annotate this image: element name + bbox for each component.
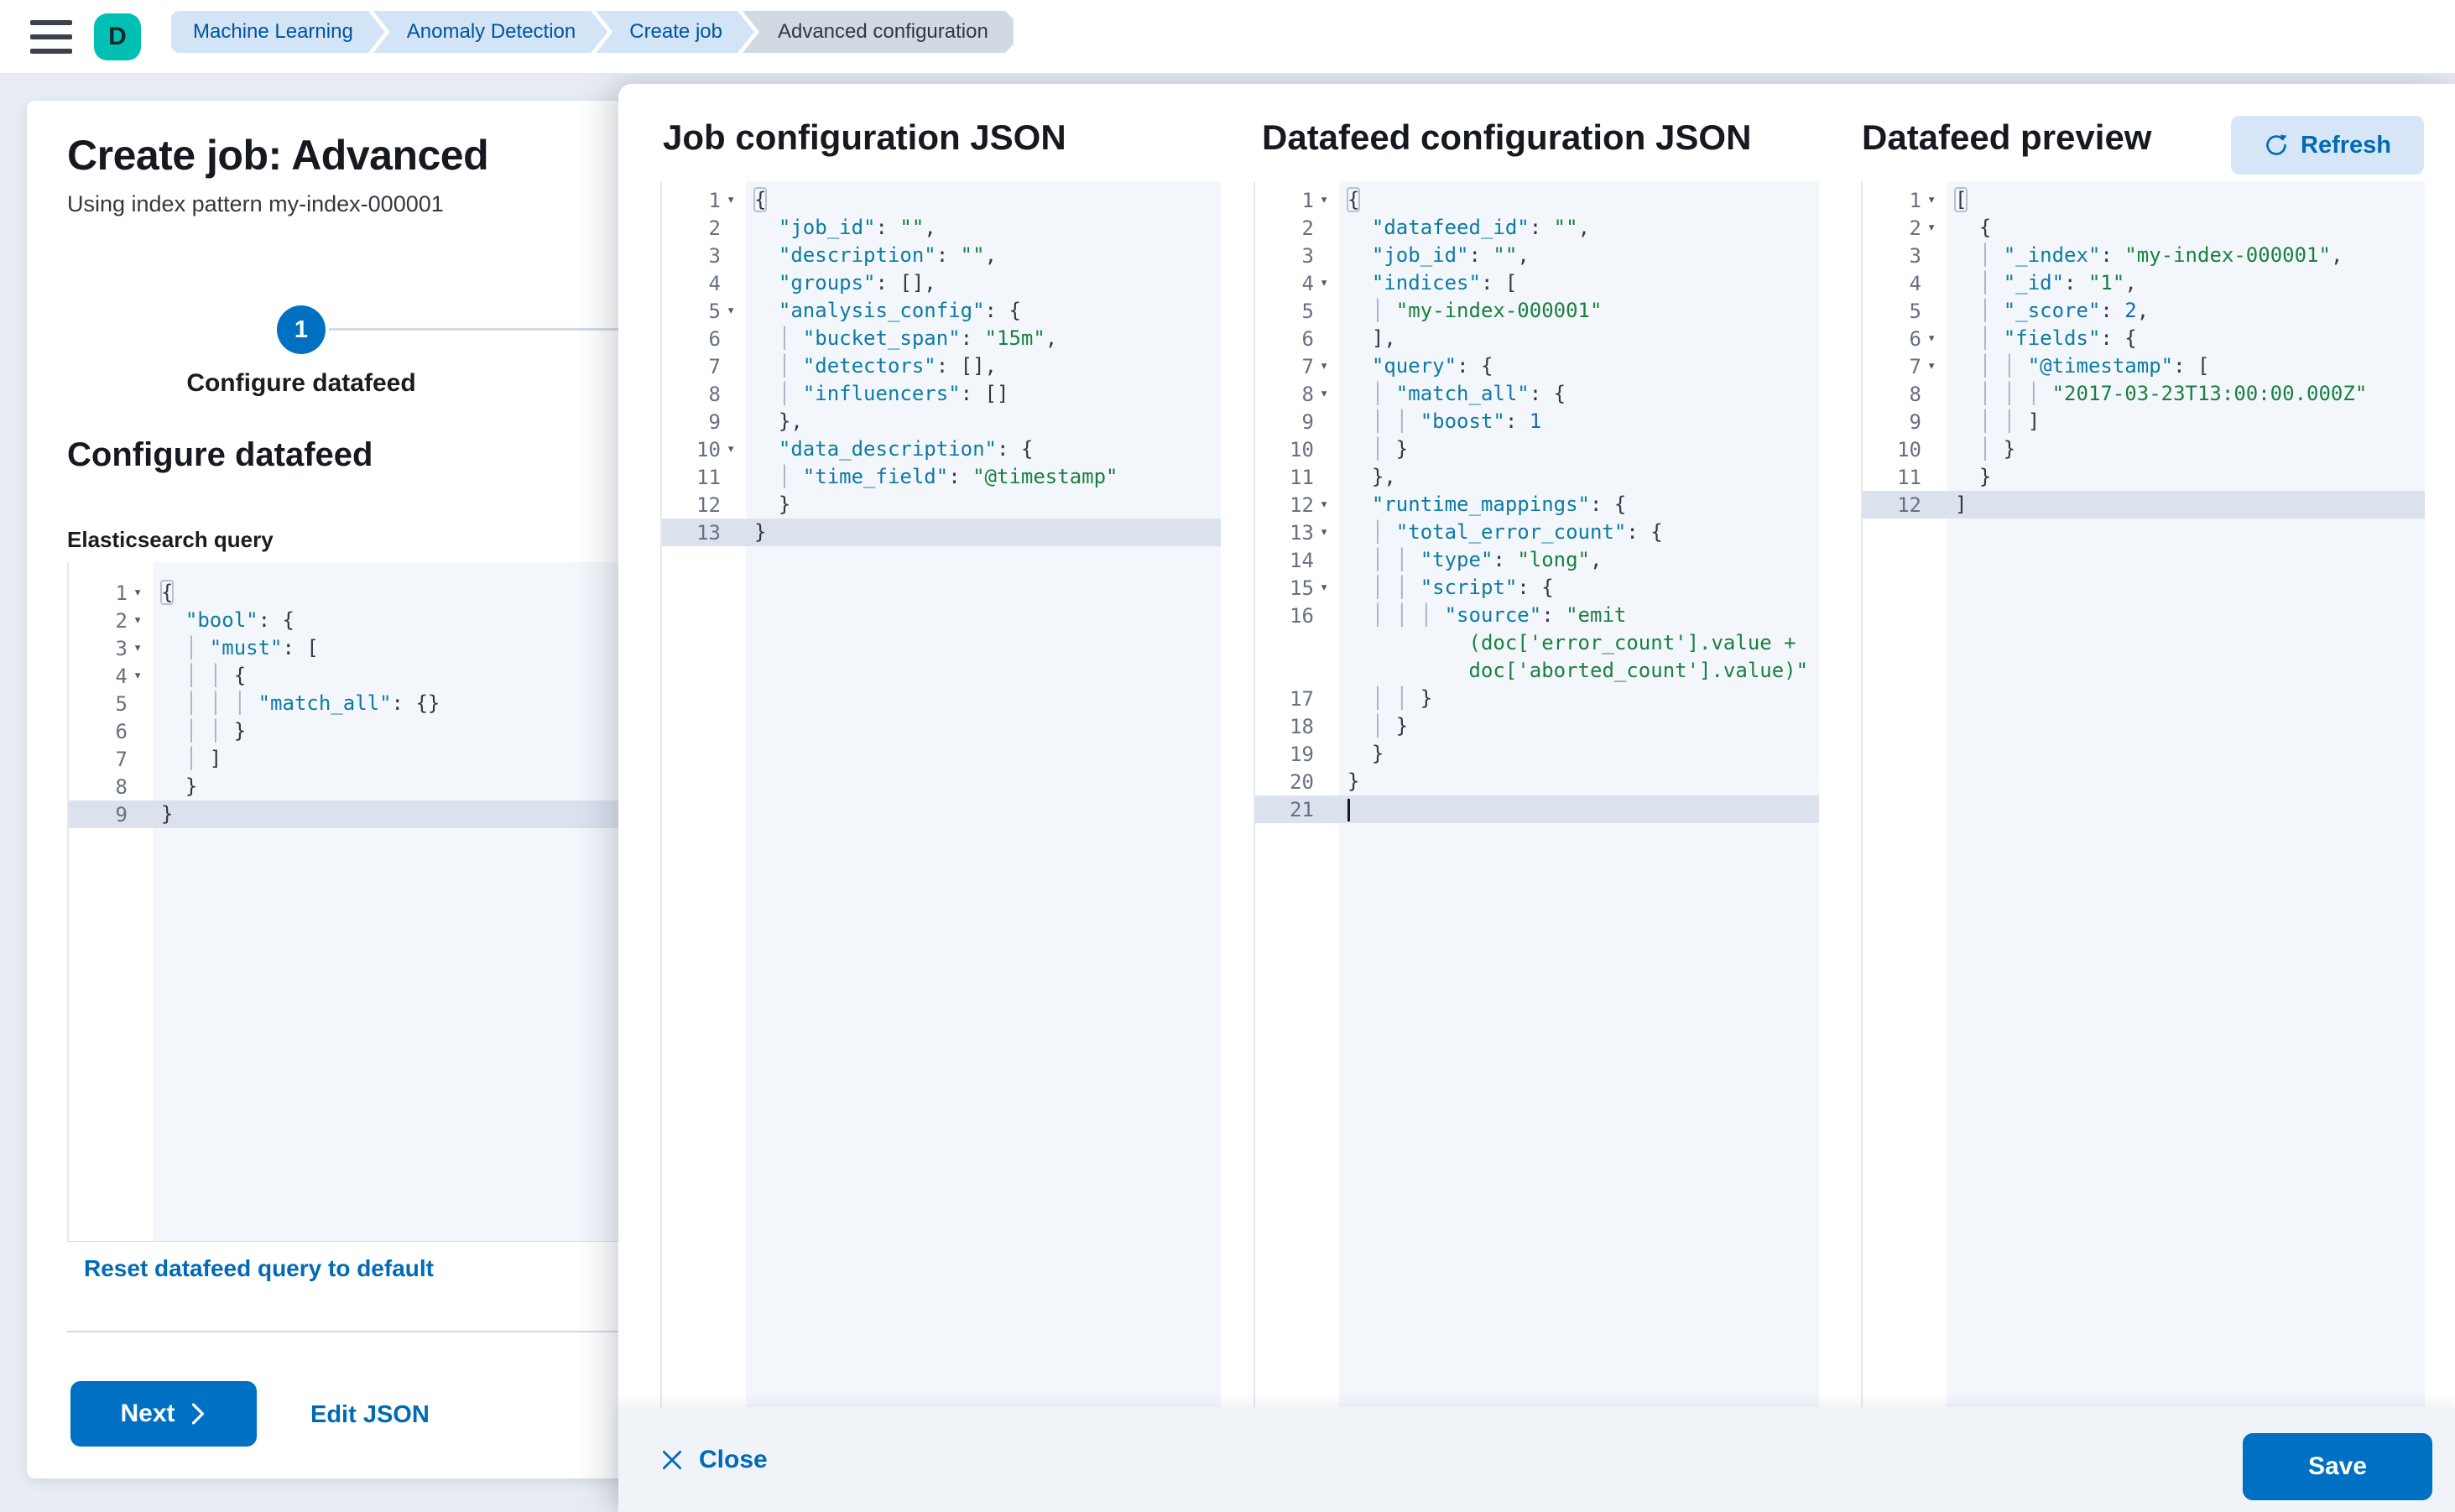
editor-line: 19 } <box>1290 742 1384 766</box>
refresh-icon <box>2264 133 2289 158</box>
step-1-indicator[interactable]: 1 <box>277 305 326 354</box>
editor-line: 10 │ } <box>1290 437 1409 461</box>
editor-line: 3▾ │ "must": [ <box>115 636 319 660</box>
flyout-footer: Close Save <box>618 1407 2455 1512</box>
next-button[interactable]: Next <box>70 1381 257 1447</box>
editor-line: 8▾ │ "match_all": { <box>1301 382 1566 406</box>
menu-icon[interactable] <box>30 18 72 55</box>
datafeed-preview-title: Datafeed preview <box>1862 117 2152 157</box>
save-button[interactable]: Save <box>2243 1433 2432 1500</box>
datafeed-config-title: Datafeed configuration JSON <box>1262 117 1752 157</box>
editor-line: 3 │ "_index": "my-index-000001", <box>1909 243 2343 268</box>
editor-line: 9} <box>69 800 624 828</box>
editor-line: 10▾ "data_description": { <box>696 437 1034 461</box>
editor-line: 1▾[ <box>1909 187 1968 212</box>
refresh-button[interactable]: Refresh <box>2231 116 2424 175</box>
editor-line: 10 │ } <box>1897 437 2016 461</box>
editor-line: 8 } <box>115 774 198 799</box>
datafeed-config-json-editor[interactable]: 1▾{ 2 "datafeed_id": "", 3 "job_id": "", 4▾… <box>1254 181 1819 1407</box>
job-config-json-editor[interactable]: 1▾{ 2 "job_id": "", 3 "description": "", 4 … <box>660 181 1221 1407</box>
editor-line: 2▾ { <box>1909 216 1992 240</box>
section-heading: Configure datafeed <box>67 436 373 473</box>
editor-line: 12▾ "runtime_mappings": { <box>1290 493 1627 517</box>
close-button[interactable]: Close <box>660 1407 768 1512</box>
editor-line: 2 "job_id": "", <box>708 216 936 240</box>
editor-line: 7▾ │ │ "@timestamp": [ <box>1909 354 2210 378</box>
editor-line: 1▾{ <box>1301 187 1361 212</box>
close-icon <box>660 1448 684 1472</box>
page-title: Create job: Advanced <box>67 132 489 179</box>
editor-line: 2▾ "bool": { <box>115 608 294 633</box>
text-cursor <box>1347 799 1350 821</box>
job-config-title: Job configuration JSON <box>663 117 1066 157</box>
editor-line: 16 │ │ │ "source": "emit <box>1290 603 1627 628</box>
editor-line: 18 │ } <box>1290 714 1409 738</box>
avatar[interactable]: D <box>94 13 141 60</box>
index-pattern-subtitle: Using index pattern my-index-000001 <box>67 191 444 216</box>
editor-line: 8 │ "influencers": [] <box>708 382 1009 406</box>
editor-line: 4▾ │ │ { <box>115 664 247 688</box>
editor-line: 5 │ "_score": 2, <box>1909 299 2150 323</box>
editor-line: 8 │ │ │ "2017-03-23T13:00:00.000Z" <box>1909 382 2368 406</box>
breadcrumb-anomaly-detection[interactable]: Anomaly Detection <box>373 11 607 53</box>
editor-line: 5 │ "my-index-000001" <box>1301 299 1603 323</box>
editor-line: 6▾ │ "fields": { <box>1909 326 2137 351</box>
breadcrumb-machine-learning[interactable]: Machine Learning <box>171 11 385 53</box>
editor-line: 15▾ │ │ "script": { <box>1290 576 1554 600</box>
editor-line: 7 │ ] <box>115 747 222 771</box>
editor-line: 4 │ "_id": "1", <box>1909 271 2137 295</box>
editor-line: 3 "job_id": "", <box>1301 243 1530 268</box>
breadcrumb: Machine Learning Anomaly Detection Creat… <box>171 11 1014 53</box>
editor-line: 9 }, <box>708 409 803 434</box>
editor-wrapped-line: (doc['error_count'].value + <box>1468 631 1796 654</box>
editor-wrapped-line: doc['aborted_count'].value)" <box>1468 659 1809 682</box>
editor-line: 7 │ "detectors": [], <box>708 354 997 378</box>
editor-line: 21 <box>1255 795 1819 823</box>
breadcrumb-current-page: Advanced configuration <box>743 11 1014 53</box>
editor-line: 5 │ │ │ "match_all": {} <box>115 691 440 716</box>
editor-line: 4 "groups": [], <box>708 271 936 295</box>
breadcrumb-create-job[interactable]: Create job <box>596 11 754 53</box>
elasticsearch-query-label: Elasticsearch query <box>67 527 274 552</box>
editor-line: 9 │ │ ] <box>1909 409 2041 434</box>
refresh-button-label: Refresh <box>2301 131 2391 159</box>
step-progress-line <box>329 328 624 331</box>
divider <box>67 1331 624 1332</box>
editor-line: 11 } <box>1897 465 1992 489</box>
editor-line: 2 "datafeed_id": "", <box>1301 216 1591 240</box>
editor-line: 20} <box>1290 769 1360 794</box>
editor-line: 4▾ "indices": [ <box>1301 271 1518 295</box>
editor-line: 6 │ │ } <box>115 719 247 743</box>
editor-line: 6 │ "bucket_span": "15m", <box>708 326 1058 351</box>
editor-line: 12 } <box>696 493 791 517</box>
editor-line: 5▾ "analysis_config": { <box>708 299 1021 323</box>
next-button-label: Next <box>120 1400 175 1427</box>
editor-line: 1▾{ <box>115 580 175 605</box>
editor-line: 13} <box>662 519 1221 546</box>
editor-line: 17 │ │ } <box>1290 686 1433 711</box>
editor-line: 12] <box>1863 491 2425 519</box>
editor-line: 7▾ "query": { <box>1301 354 1493 378</box>
close-button-label: Close <box>699 1445 768 1473</box>
elasticsearch-query-editor[interactable]: 1▾{ 2▾ "bool": { 3▾ │ "must": [ 4▾ │ │ { 5 │… <box>67 562 624 1242</box>
top-nav-bar: D Machine Learning Anomaly Detection Cre… <box>0 0 2455 74</box>
editor-line: 6 ], <box>1301 326 1396 351</box>
editor-line: 1▾{ <box>708 187 768 212</box>
step-1-label: Configure datafeed <box>186 369 416 397</box>
editor-line: 3 "description": "", <box>708 243 998 268</box>
edit-json-flyout: Job configuration JSON Datafeed configur… <box>618 84 2455 1512</box>
chevron-right-icon <box>189 1401 207 1426</box>
wizard-panel: Create job: Advanced Using index pattern… <box>27 101 624 1478</box>
datafeed-preview-editor[interactable]: 1▾[ 2▾ { 3 │ "_index": "my-index-000001", 4… <box>1861 181 2425 1407</box>
editor-line: 11 }, <box>1290 465 1396 489</box>
edit-json-link[interactable]: Edit JSON <box>310 1401 430 1428</box>
editor-line: 13▾ │ "total_error_count": { <box>1290 520 1663 545</box>
editor-line: 9 │ │ "boost": 1 <box>1301 409 1542 434</box>
reset-datafeed-query-link[interactable]: Reset datafeed query to default <box>84 1255 434 1281</box>
editor-line: 14 │ │ "type": "long", <box>1290 548 1603 572</box>
editor-line: 11 │ "time_field": "@timestamp" <box>696 465 1118 489</box>
